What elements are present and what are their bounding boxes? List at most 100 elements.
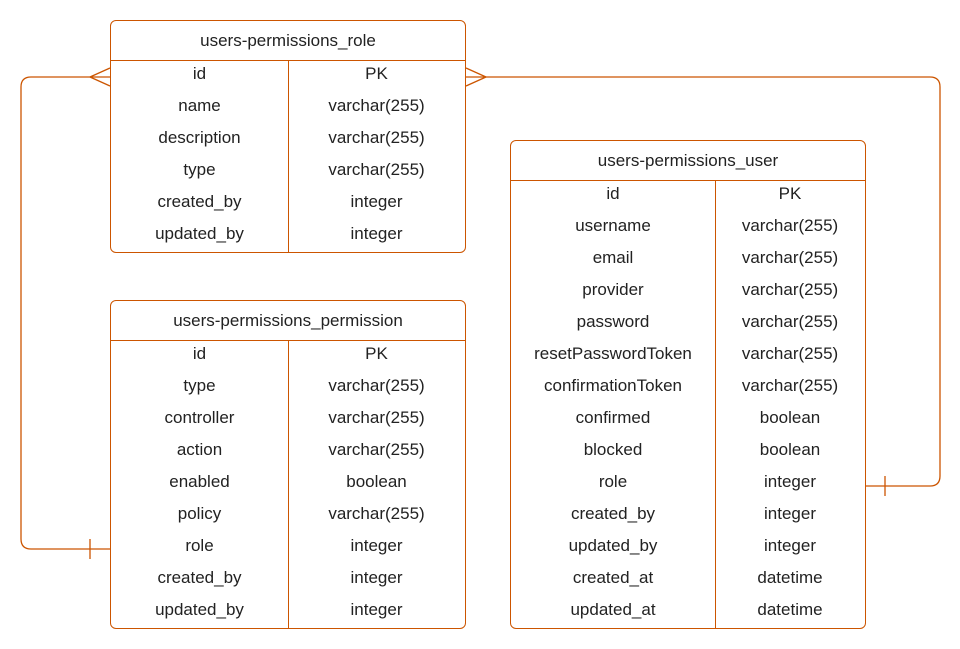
field-row: updated_by integer — [111, 597, 465, 628]
field-type: varchar(255) — [741, 280, 839, 299]
entity-title: users-permissions_permission — [111, 301, 465, 341]
field-name: created_by — [570, 504, 656, 523]
field-type: varchar(255) — [328, 160, 425, 179]
relationship-permission-role-line — [20, 76, 110, 550]
entity-users-permissions-permission[interactable]: users-permissions_permission id PK type va… — [110, 300, 466, 629]
field-name: updated_by — [155, 600, 244, 619]
entity-fields: id PK type varchar(255) controller varchar(… — [111, 341, 465, 628]
field-type: varchar(255) — [328, 440, 425, 459]
field-name: description — [158, 128, 241, 147]
entity-title: users-permissions_role — [111, 21, 465, 61]
field-row: email varchar(255) — [511, 245, 865, 277]
field-row: created_by integer — [111, 189, 465, 221]
field-name: created_at — [572, 568, 654, 587]
field-name: type — [183, 160, 216, 179]
field-type: integer — [764, 472, 816, 491]
field-row: role integer — [111, 533, 465, 565]
field-type: varchar(255) — [328, 408, 425, 427]
field-name: confirmationToken — [544, 376, 682, 395]
entity-users-permissions-role[interactable]: users-permissions_role id PK name varchar(… — [110, 20, 466, 253]
field-name: action — [176, 440, 223, 459]
field-name: controller — [164, 408, 235, 427]
field-row: type varchar(255) — [111, 373, 465, 405]
field-row: blocked boolean — [511, 437, 865, 469]
field-name: role — [185, 536, 214, 555]
field-type: integer — [350, 192, 403, 211]
field-row: name varchar(255) — [111, 93, 465, 125]
field-name: name — [178, 96, 221, 115]
field-name: type — [183, 376, 216, 395]
column-divider — [288, 341, 289, 628]
field-row: provider varchar(255) — [511, 277, 865, 309]
field-row: created_by integer — [111, 565, 465, 597]
field-name: confirmed — [575, 408, 651, 427]
field-name: id — [192, 64, 207, 83]
field-row: policy varchar(255) — [111, 501, 465, 533]
many-marker-permission-role — [89, 67, 111, 87]
field-name: password — [576, 312, 650, 331]
field-name: enabled — [169, 472, 230, 491]
field-type: PK — [365, 64, 388, 83]
field-type: integer — [350, 600, 403, 619]
field-row: action varchar(255) — [111, 437, 465, 469]
field-type: varchar(255) — [328, 96, 425, 115]
field-type: varchar(255) — [741, 344, 839, 363]
field-name: resetPasswordToken — [534, 344, 692, 363]
column-divider — [715, 181, 716, 628]
field-row: enabled boolean — [111, 469, 465, 501]
field-type: varchar(255) — [741, 312, 839, 331]
field-row: id PK — [111, 61, 465, 93]
column-divider — [288, 61, 289, 252]
field-row: id PK — [511, 181, 865, 213]
field-type: boolean — [759, 440, 821, 459]
field-type: PK — [365, 344, 388, 363]
field-name: updated_by — [568, 536, 658, 555]
field-row: updated_by integer — [111, 221, 465, 252]
many-marker-user-role — [465, 67, 487, 87]
field-type: varchar(255) — [328, 376, 425, 395]
field-row: id PK — [111, 341, 465, 373]
field-name: policy — [177, 504, 222, 523]
field-type: integer — [350, 536, 403, 555]
field-type: integer — [764, 536, 816, 555]
entity-fields: id PK name varchar(255) description varchar… — [111, 61, 465, 252]
field-row: description varchar(255) — [111, 125, 465, 157]
field-name: id — [192, 344, 207, 363]
field-type: varchar(255) — [741, 376, 839, 395]
field-type: integer — [350, 568, 403, 587]
field-type: boolean — [346, 472, 407, 491]
field-name: email — [592, 248, 634, 267]
field-type: integer — [350, 224, 403, 243]
field-row: type varchar(255) — [111, 157, 465, 189]
field-name: blocked — [583, 440, 643, 459]
field-type: PK — [778, 184, 802, 203]
field-name: username — [575, 216, 651, 235]
field-row: created_by integer — [511, 501, 865, 533]
field-name: provider — [582, 280, 644, 299]
field-name: created_by — [157, 192, 242, 211]
field-type: varchar(255) — [328, 128, 425, 147]
field-name: id — [606, 184, 620, 203]
field-row: controller varchar(255) — [111, 405, 465, 437]
field-type: boolean — [759, 408, 821, 427]
field-name: role — [598, 472, 628, 491]
field-row: resetPasswordToken varchar(255) — [511, 341, 865, 373]
field-row: updated_by integer — [511, 533, 865, 565]
field-row: created_at datetime — [511, 565, 865, 597]
field-type: integer — [764, 504, 816, 523]
field-name: created_by — [157, 568, 242, 587]
entity-title: users-permissions_user — [511, 141, 865, 181]
field-type: datetime — [757, 600, 823, 619]
field-type: varchar(255) — [741, 248, 839, 267]
field-type: datetime — [757, 568, 823, 587]
field-row: role integer — [511, 469, 865, 501]
field-type: varchar(255) — [328, 504, 425, 523]
relationship-user-role-line — [466, 76, 941, 487]
field-row: confirmationToken varchar(255) — [511, 373, 865, 405]
field-name: updated_by — [155, 224, 244, 243]
